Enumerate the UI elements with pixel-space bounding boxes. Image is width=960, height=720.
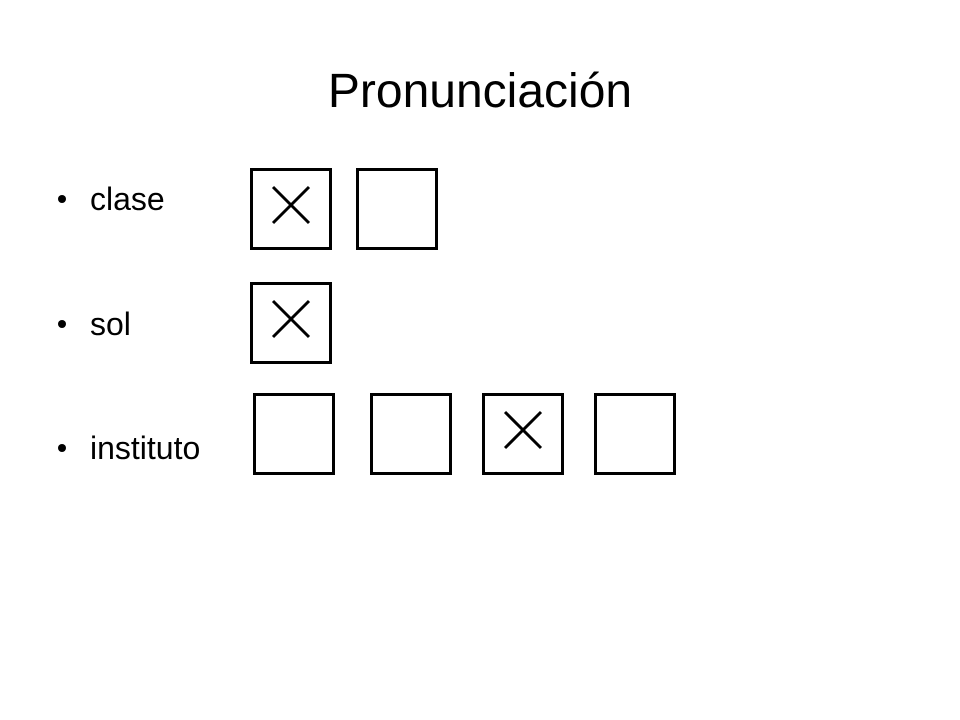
word-item-clase: clase — [58, 179, 165, 219]
stress-mark-icon — [271, 299, 311, 339]
syllable-box — [356, 168, 438, 250]
syllable-box — [594, 393, 676, 475]
syllable-box-stressed — [250, 282, 332, 364]
syllable-box-stressed — [250, 168, 332, 250]
word-label: instituto — [90, 430, 201, 466]
word-label: clase — [90, 181, 165, 217]
syllable-box-stressed — [482, 393, 564, 475]
word-label: sol — [90, 306, 131, 342]
word-item-sol: sol — [58, 304, 131, 344]
bullet-icon — [58, 195, 66, 203]
word-item-instituto: instituto — [58, 428, 200, 468]
syllable-box — [253, 393, 335, 475]
slide-title: Pronunciación — [327, 65, 633, 118]
bullet-icon — [58, 444, 66, 452]
stress-mark-icon — [503, 410, 543, 450]
stress-mark-icon — [271, 185, 311, 225]
bullet-icon — [58, 320, 66, 328]
syllable-box — [370, 393, 452, 475]
